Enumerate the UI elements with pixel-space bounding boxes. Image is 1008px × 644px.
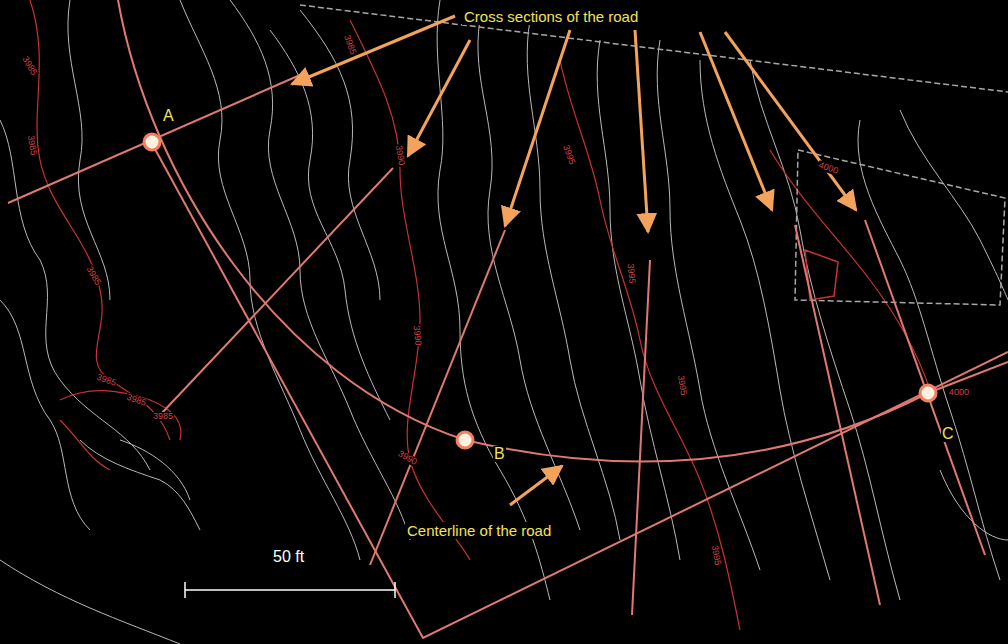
- cross-section-line: [8, 75, 300, 203]
- contour-label: 3985: [124, 392, 148, 408]
- contour-label: 3985: [94, 372, 118, 388]
- contour-label: 3985: [84, 264, 103, 288]
- contour-label: 3985: [342, 33, 358, 57]
- contour-label: 3985: [20, 54, 39, 78]
- road-centerline: [118, 0, 1008, 462]
- point-label: A: [162, 108, 175, 124]
- point-label: B: [493, 446, 506, 462]
- contour-label: 3990: [412, 324, 423, 347]
- property-line: [300, 5, 1008, 305]
- callout-text: Cross sections of the road: [462, 8, 640, 25]
- index-contours: [30, 0, 930, 630]
- cross-section-line: [160, 168, 393, 415]
- tangent-lines: [150, 140, 1008, 638]
- callout-arrows: [292, 16, 856, 505]
- cross-section-line: [795, 225, 880, 605]
- contour-label: 3990: [394, 144, 407, 167]
- point-label: C: [941, 426, 955, 442]
- contour-label: 3985: [26, 134, 39, 157]
- road-lines: [8, 0, 1008, 638]
- contour-label: 3995: [676, 374, 689, 397]
- control-points: [144, 134, 936, 448]
- cross-section-line: [370, 230, 505, 565]
- cross-section-line: [632, 260, 650, 615]
- contour-label: 3995: [561, 143, 577, 167]
- contour-label: 3985: [152, 412, 174, 421]
- contour-label: 3995: [626, 262, 637, 285]
- contour-label: 3995: [710, 544, 723, 567]
- callout-text: Centerline of the road: [405, 522, 553, 539]
- scale-label: 50 ft: [272, 549, 305, 565]
- scale-bar: [185, 582, 395, 598]
- cross-section-line: [865, 220, 985, 555]
- contour-label: 4000: [948, 388, 970, 397]
